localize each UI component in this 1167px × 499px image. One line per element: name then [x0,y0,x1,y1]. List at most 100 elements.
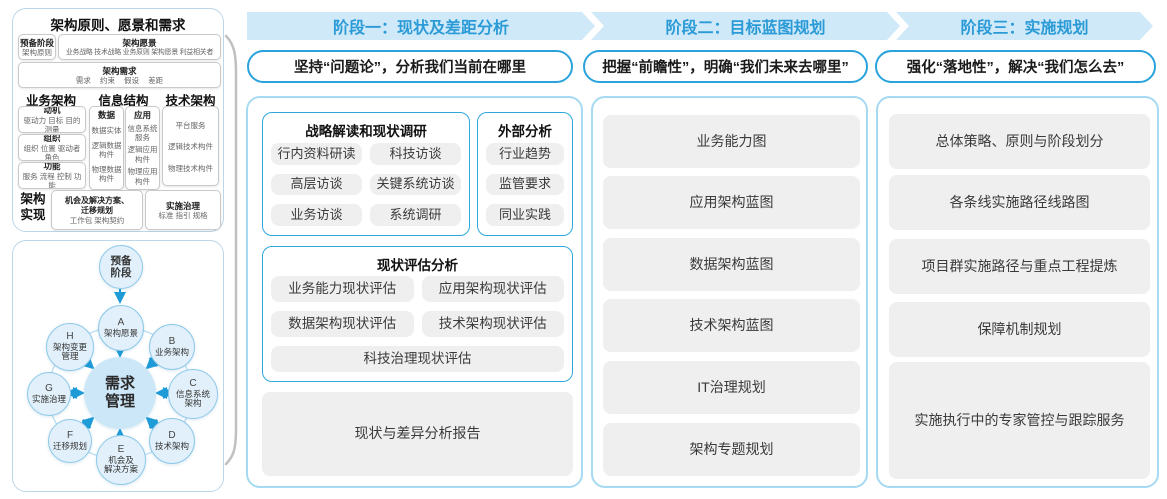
adm-node-e-letter: E [117,444,125,456]
adm-node-a-name: 架构愿景 [103,327,138,338]
motivation-box: 动机 驱动力 目标 目的 测量 [18,106,86,133]
application-architecture-assessment-item: 应用架构现状评估 [421,276,564,302]
adm-cycle-panel: 预备 阶段 需求 管理 A 架构愿景 B 业务架构 C 信息系统 架构 D 技术… [12,240,224,492]
adm-prep-phase-label: 预备 阶段 [110,254,132,279]
tech-interview-item: 科技访谈 [370,143,461,165]
adm-node-b: B 业务架构 [149,324,195,370]
physical-application-component: 物理应用构件 [127,167,158,186]
adm-node-e: E 机会及 解决方案 [96,435,146,485]
adm-node-g-name: 实施治理 [31,393,66,404]
data-column-title: 数据 [97,110,115,120]
adm-node-c-letter: C [189,378,197,390]
phase-3-content-panel: 总体策略、原则与阶段划分 各条线实施路径线路图 项目群实施路径与重点工程提炼 保… [876,96,1159,488]
adm-node-f-name: 迁移规划 [52,440,87,451]
data-entity: 数据实体 [91,126,122,135]
key-system-interview-item: 关键系统访谈 [370,173,461,196]
adm-node-g-letter: G [45,383,53,395]
motivation-items: 驱动力 目标 目的 测量 [23,115,81,133]
application-column-title: 应用 [133,110,151,120]
business-interview-item: 业务访谈 [271,204,362,226]
adm-node-f: F 迁移规划 [48,419,92,463]
application-architecture-blueprint-box: 应用架构蓝图 [603,176,860,229]
it-governance-assessment-item: 科技治理现状评估 [271,346,564,372]
architecture-vision-title: 架构愿景 [122,37,157,48]
phase-2-subtitle: 把握“前瞻性”，明确“我们未来去哪里” [583,50,868,83]
architecture-implementation-label: 架构 实现 [20,192,46,223]
logical-application-component: 逻辑应用构件 [127,145,158,164]
industry-trends-item: 行业趋势 [486,143,564,165]
opportunities-migration-box: 机会及解决方案、 迁移规划 工作包 架构契约 [51,190,143,230]
platform-service: 平台服务 [175,120,206,130]
organization-title: 组织 [43,134,61,144]
information-structure-header: 信息结构 [98,94,149,108]
program-path-key-projects-box: 项目群实施路径与重点工程提炼 [889,239,1150,294]
framework-panel-title: 架构原则、愿景和需求 [50,18,186,33]
strategy-research-box: 战略解读和现状调研 行内资料研读 科技访谈 高层访谈 关键系统访谈 业务访谈 系… [262,112,470,236]
adm-node-h: H 架构变更 管理 [46,323,94,371]
organization-box: 组织 组织 位置 驱动者 角色 [18,134,86,161]
phase-2-content-panel: 业务能力图 应用架构蓝图 数据架构蓝图 技术架构蓝图 IT治理规划 架构专题规划 [591,96,868,488]
implementation-governance-box: 实施治理 标准 指引 规格 [145,190,221,230]
logical-technology-component: 逻辑技术构件 [168,142,213,152]
information-system-service: 信息系统服务 [127,123,158,143]
peer-practice-item: 同业实践 [486,204,564,226]
adm-node-c: C 信息系统 架构 [168,369,218,419]
executive-interview-item: 高层访谈 [271,173,362,196]
strategy-research-title: 战略解读和现状调研 [305,124,427,139]
adm-node-d: D 技术架构 [149,418,195,464]
adm-node-b-letter: B [168,336,176,348]
adm-node-g: G 实施治理 [27,372,71,416]
it-governance-planning-box: IT治理规划 [603,361,860,414]
current-state-assessment-box: 现状评估分析 业务能力现状评估 应用架构现状评估 数据架构现状评估 技术架构现状… [262,246,573,382]
opportunities-migration-items: 工作包 架构契约 [69,215,125,225]
function-items: 服务 流程 控制 功能 [22,171,82,189]
architecture-requirements-title: 架构需求 [102,65,137,76]
business-architecture-header: 业务架构 [25,94,76,108]
phase-3-header: 阶段三：实施规划 [896,12,1153,40]
adm-prep-phase-node: 预备 阶段 [99,245,143,289]
architecture-special-topic-planning-box: 架构专题规划 [603,423,860,476]
adm-node-f-letter: F [66,430,74,442]
data-architecture-blueprint-box: 数据架构蓝图 [603,238,860,291]
physical-data-component: 物理数据构件 [91,164,122,184]
implementation-governance-items: 标准 指引 规格 [158,211,208,221]
adm-node-h-letter: H [66,331,74,343]
internal-material-review-item: 行内资料研读 [271,143,362,165]
prep-phase-box: 预备阶段 架构原则 [18,34,56,60]
adm-node-a: A 架构愿景 [98,305,144,351]
adm-node-h-name: 架构变更 管理 [52,341,87,362]
function-title: 功能 [43,162,61,172]
gap-analysis-report-box: 现状与差异分析报告 [262,392,573,476]
architecture-vision-box: 架构愿景 业务战略 技术战略 业务原则 架构愿景 利益相关者 [58,34,221,60]
line-implementation-roadmap-box: 各条线实施路径线路图 [889,175,1150,230]
adm-node-d-letter: D [168,430,176,442]
architecture-vision-items: 业务战略 技术战略 业务原则 架构愿景 利益相关者 [65,48,214,56]
overall-strategy-principles-box: 总体策略、原则与阶段划分 [889,114,1150,169]
logical-data-component: 逻辑数据构件 [91,140,122,160]
expert-control-tracking-service-box: 实施执行中的专家管控与跟踪服务 [889,362,1150,479]
technology-column-box: 平台服务 逻辑技术构件 物理技术构件 [162,106,219,186]
business-capability-assessment-item: 业务能力现状评估 [271,276,414,302]
data-architecture-assessment-item: 数据架构现状评估 [271,311,414,337]
adm-requirements-management-node: 需求 管理 [84,357,156,429]
architecture-requirements-items: 需求 约束 假设 差距 [75,76,164,86]
physical-technology-component: 物理技术构件 [168,163,213,173]
phase-1-content-panel: 战略解读和现状调研 行内资料研读 科技访谈 高层访谈 关键系统访谈 业务访谈 系… [246,96,583,488]
current-state-assessment-title: 现状评估分析 [377,258,458,273]
adm-node-a-letter: A [117,317,125,329]
technology-architecture-blueprint-box: 技术架构蓝图 [603,299,860,352]
organization-items: 组织 位置 驱动者 角色 [23,143,81,161]
regulatory-requirements-item: 监管要求 [486,173,564,196]
framework-panel: 架构原则、愿景和需求 预备阶段 架构原则 架构愿景 业务战略 技术战略 业务原则… [12,8,224,232]
opportunities-migration-title: 机会及解决方案、 迁移规划 [65,195,129,215]
adm-node-c-name: 信息系统 架构 [175,388,210,409]
external-analysis-box: 外部分析 行业趋势 监管要求 同业实践 [477,112,573,236]
technology-architecture-assessment-item: 技术架构现状评估 [421,311,564,337]
business-capability-map-box: 业务能力图 [603,115,860,168]
implementation-governance-title: 实施治理 [165,200,200,211]
phase-1-subtitle: 坚持“问题论”，分析我们当前在哪里 [247,50,573,83]
motivation-title: 动机 [43,106,61,116]
adm-node-d-name: 技术架构 [154,440,189,451]
function-box: 功能 服务 流程 控制 功能 [18,162,86,189]
